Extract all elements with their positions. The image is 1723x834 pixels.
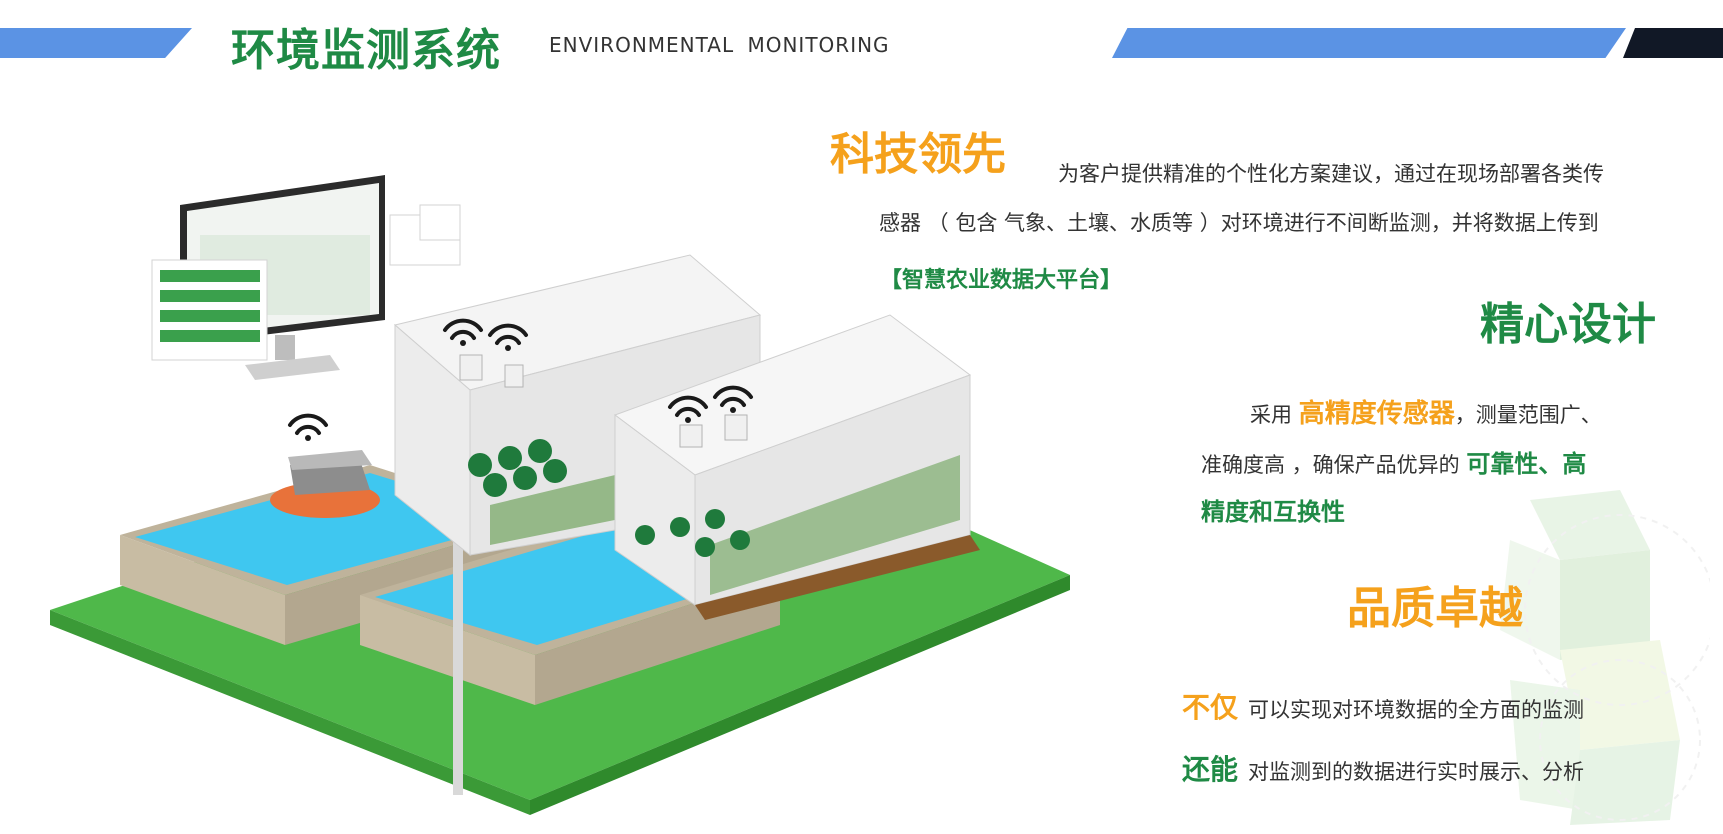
quality-item-2: 还能对监测到的数据进行实时展示、分析 bbox=[1182, 748, 1584, 788]
design-line-2-emphasis: 可靠性、高 bbox=[1466, 450, 1587, 478]
header-bar-dark bbox=[1623, 28, 1723, 58]
quality-heading: 品质卓越 bbox=[1347, 583, 1523, 634]
quality-item-2-text: 对监测到的数据进行实时展示、分析 bbox=[1248, 760, 1585, 784]
quality-item-1: 不仅可以实现对环境数据的全方面的监测 bbox=[1182, 686, 1584, 726]
decorative-cubes bbox=[1500, 490, 1710, 825]
design-heading: 精心设计 bbox=[1480, 299, 1656, 350]
quality-item-2-lead: 还能 bbox=[1182, 753, 1239, 786]
tech-heading: 科技领先 bbox=[830, 129, 1006, 180]
quality-item-1-text: 可以实现对环境数据的全方面的监测 bbox=[1248, 698, 1585, 722]
design-line-1-suffix: ，测量范围广、 bbox=[1454, 403, 1602, 427]
design-line-1-prefix: 采用 bbox=[1250, 403, 1292, 427]
quality-item-1-lead: 不仅 bbox=[1182, 691, 1239, 724]
tech-line-1: 为客户提供精准的个性化方案建议，通过在现场部署各类传 bbox=[1058, 162, 1604, 186]
greenhouse-icon bbox=[613, 314, 980, 620]
tech-platform: 【智慧农业数据大平台】 bbox=[880, 268, 1123, 293]
design-line-1: 采用 高精度传感器，测量范围广、 bbox=[1250, 393, 1602, 430]
design-line-2: 准确度高 ，确保产品优异的 可靠性、高 bbox=[1201, 444, 1586, 479]
tech-line-2: 感器 （ 包含 气象、土壤、水质等 ）对环境进行不间断监测，并将数据上传到 bbox=[879, 211, 1599, 235]
header-bar-right bbox=[1112, 28, 1626, 58]
monitor-icon bbox=[151, 175, 461, 380]
design-line-3: 精度和互换性 bbox=[1201, 492, 1345, 527]
wifi-icon bbox=[288, 318, 753, 435]
monitoring-illustration bbox=[50, 175, 1070, 815]
page-title: 环境监测系统 bbox=[231, 25, 501, 76]
header-bar-left bbox=[0, 28, 192, 58]
page-subtitle: ENVIRONMENTAL MONITORING bbox=[549, 33, 890, 57]
design-line-3-emphasis: 精度和互换性 bbox=[1201, 498, 1345, 526]
design-line-2-prefix: 准确度高 ，确保产品优异的 bbox=[1201, 453, 1460, 477]
sensor-icon bbox=[459, 354, 748, 448]
design-line-1-emphasis: 高精度传感器 bbox=[1298, 399, 1455, 429]
